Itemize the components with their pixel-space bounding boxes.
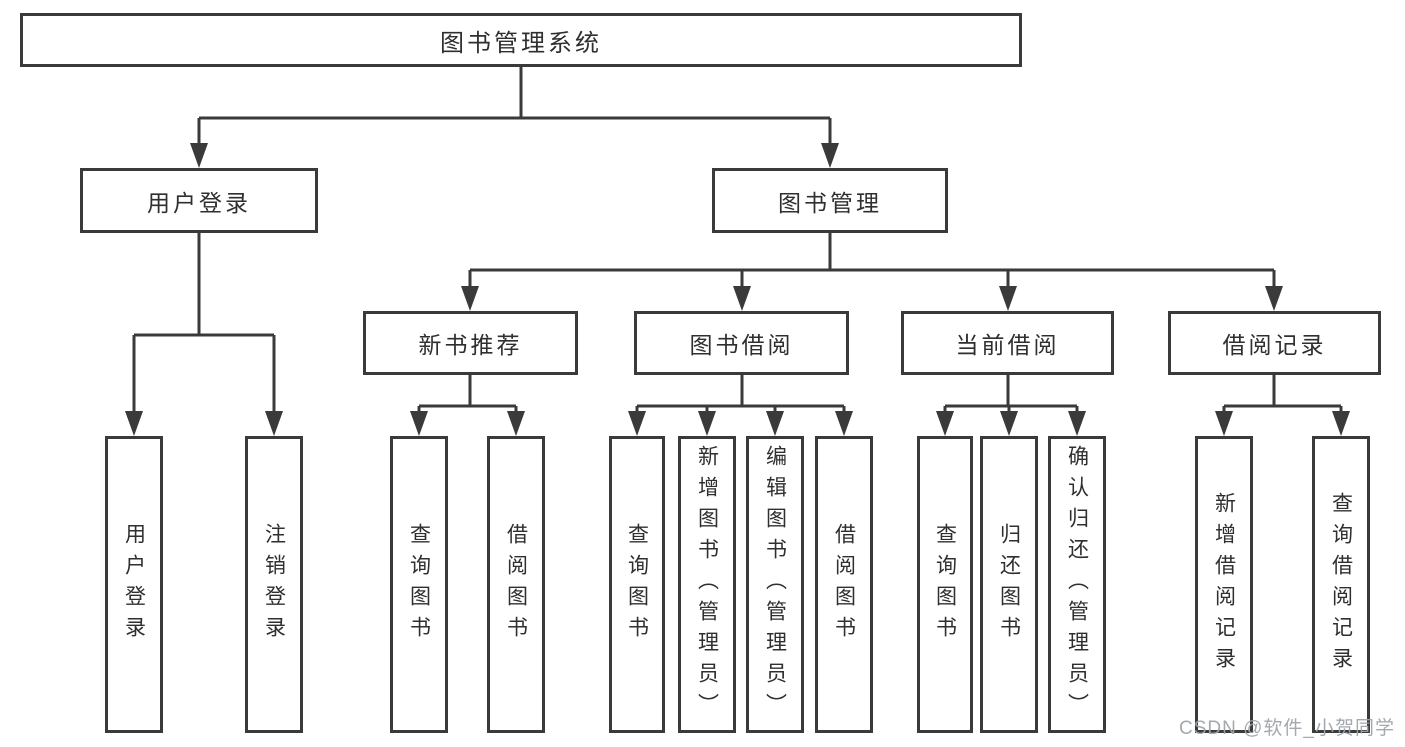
leaf-logout: 注销登录: [245, 436, 303, 733]
leaf-query-borrow-record: 查询借阅记录: [1312, 436, 1370, 733]
node-book-mgmt: 图书管理: [712, 168, 948, 233]
connector-root-to-level1: [197, 67, 832, 145]
leaf-borrow-books-borrow-label: 借阅图书: [832, 522, 856, 647]
leaf-confirm-return-admin-label: 确认归还（管理员）: [1065, 445, 1089, 724]
leaf-edit-books-admin: 编辑图书（管理员）: [746, 436, 804, 733]
leaf-add-books-admin-label: 新增图书（管理员）: [695, 445, 719, 724]
leaf-borrow-books-borrow: 借阅图书: [815, 436, 873, 733]
leaf-query-books-borrow-label: 查询图书: [625, 522, 649, 647]
leaf-user-login-label: 用户登录: [122, 522, 146, 647]
leaf-add-borrow-record-label: 新增借阅记录: [1212, 491, 1236, 678]
borrow-records-label: 借阅记录: [1222, 332, 1327, 358]
node-current-borrow: 当前借阅: [901, 311, 1114, 375]
leaf-confirm-return-admin: 确认归还（管理员）: [1048, 436, 1106, 733]
connector-login-to-leaves: [132, 233, 276, 412]
book-borrow-label: 图书借阅: [689, 332, 794, 358]
leaf-query-books-current-label: 查询图书: [933, 522, 957, 647]
current-borrow-label: 当前借阅: [955, 332, 1060, 358]
arrowheads-login-leaves: [125, 411, 283, 436]
leaf-query-books-borrow: 查询图书: [609, 436, 665, 733]
leaf-query-borrow-record-label: 查询借阅记录: [1329, 491, 1353, 678]
connector-mgmt-to-level2: [468, 233, 1276, 287]
leaf-add-borrow-record: 新增借阅记录: [1195, 436, 1253, 733]
node-user-login: 用户登录: [80, 168, 318, 233]
leaf-user-login: 用户登录: [105, 436, 163, 733]
leaf-borrow-books-newbooks-label: 借阅图书: [504, 522, 528, 647]
user-login-label: 用户登录: [147, 189, 251, 216]
leaf-return-books: 归还图书: [980, 436, 1038, 733]
connector-bookborrow-to-leaves: [635, 375, 846, 412]
leaf-edit-books-admin-label: 编辑图书（管理员）: [763, 445, 787, 724]
connector-currentborrow-to-leaves: [943, 375, 1079, 412]
leaf-logout-label: 注销登录: [262, 522, 286, 647]
book-mgmt-label: 图书管理: [778, 189, 882, 216]
arrowheads-level2: [461, 286, 1283, 311]
node-borrow-records: 借阅记录: [1168, 311, 1381, 375]
leaf-return-books-label: 归还图书: [997, 522, 1021, 647]
leaf-query-books-newbooks: 查询图书: [390, 436, 448, 733]
leaf-query-books-current: 查询图书: [917, 436, 973, 733]
csdn-watermark: CSDN @软件_小贺同学: [1179, 718, 1395, 739]
root-label: 图书管理系统: [440, 29, 602, 57]
arrowheads-level1: [190, 143, 839, 168]
new-books-label: 新书推荐: [418, 332, 523, 358]
leaf-query-books-newbooks-label: 查询图书: [407, 522, 431, 647]
leaf-add-books-admin: 新增图书（管理员）: [678, 436, 736, 733]
node-root: 图书管理系统: [20, 13, 1022, 67]
arrowheads-leaves: [410, 411, 1350, 436]
node-new-books: 新书推荐: [363, 311, 578, 375]
leaf-borrow-books-newbooks: 借阅图书: [487, 436, 545, 733]
node-book-borrow: 图书借阅: [634, 311, 849, 375]
connector-records-to-leaves: [1222, 375, 1343, 412]
connector-newbooks-to-leaves: [417, 375, 518, 412]
